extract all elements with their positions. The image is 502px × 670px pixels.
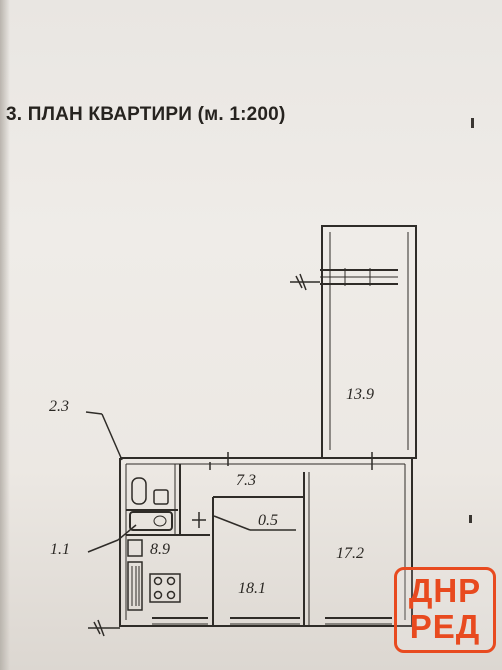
sink-icon <box>153 489 169 505</box>
area-label-loggia: 13.9 <box>346 386 374 403</box>
watermark-line: ДНР <box>408 572 482 609</box>
leader-line <box>87 539 119 553</box>
area-label-bath: 1.1 <box>50 541 70 558</box>
bottom-window <box>152 617 392 625</box>
area-label-room-right: 17.2 <box>336 545 364 562</box>
apartment-outer-wall <box>119 457 413 627</box>
toilet-icon <box>131 477 147 505</box>
area-label-hall: 7.3 <box>236 472 256 489</box>
fridge-icon <box>127 539 143 557</box>
leader-line <box>117 524 137 541</box>
stove-icon <box>149 573 181 603</box>
bathtub-icon <box>129 511 173 531</box>
document-title: 3. ПЛАН КВАРТИРИ (м. 1:200) <box>6 104 286 125</box>
area-label-room-center: 18.1 <box>238 580 266 597</box>
watermark-logo: ДНР РЕД <box>394 567 496 653</box>
kitchen-counter <box>127 561 143 611</box>
area-label-closet: 0.5 <box>258 512 278 529</box>
entrance-arrow-icon <box>290 273 320 291</box>
margin-mark <box>471 118 474 128</box>
loggia-wall <box>321 225 417 459</box>
watermark-line: РЕД <box>409 608 481 645</box>
page-edge-shadow <box>0 0 10 670</box>
margin-mark <box>469 515 472 523</box>
loggia-window <box>320 268 398 286</box>
leader-line <box>213 515 251 531</box>
area-label-corridor: 2.3 <box>49 398 69 415</box>
leader-line <box>101 413 123 461</box>
leader-line <box>85 411 103 415</box>
area-label-kitchen: 8.9 <box>150 541 170 558</box>
entrance-arrow-icon <box>88 619 120 637</box>
